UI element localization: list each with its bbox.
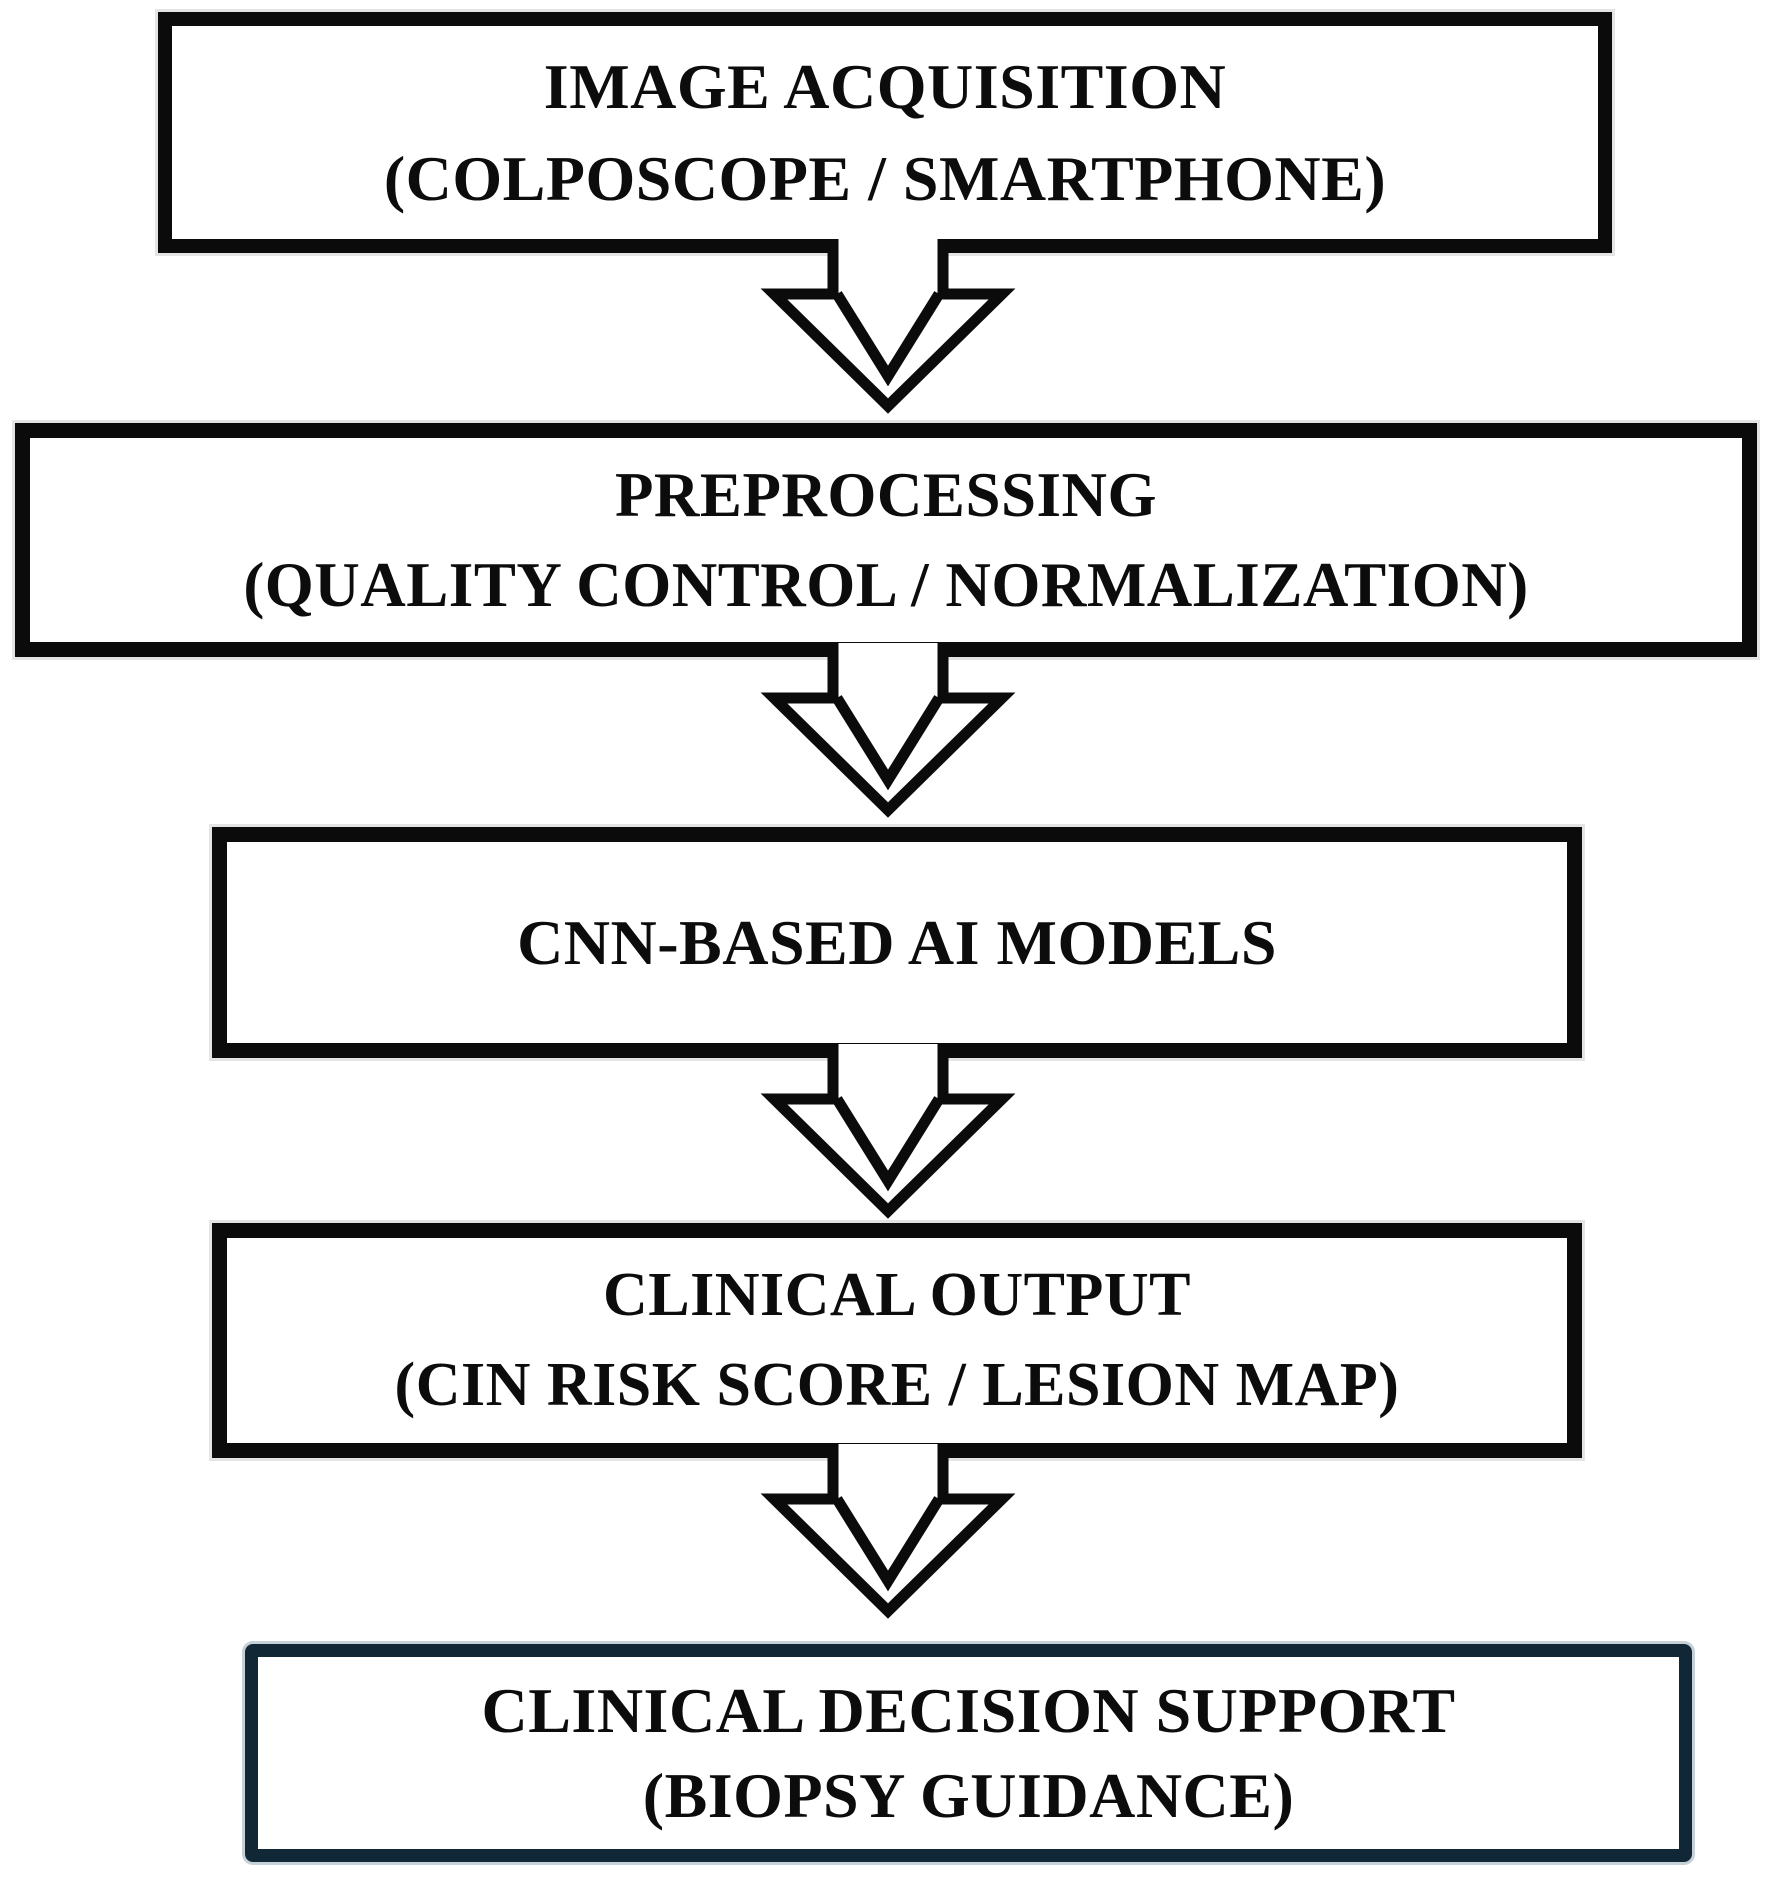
step-box-clinical-decision-support: CLINICAL DECISION SUPPORT (BIOPSY GUIDAN…: [245, 1644, 1692, 1862]
step-title: CLINICAL OUTPUT: [603, 1261, 1191, 1330]
step-box-cnn-based-ai-models: CNN-BASED AI MODELS: [212, 827, 1582, 1058]
down-block-arrow-icon: [760, 1444, 1016, 1619]
step-subtitle: (BIOPSY GUIDANCE): [642, 1760, 1295, 1831]
step-box-image-acquisition: IMAGE ACQUISITION (COLPOSCOPE / SMARTPHO…: [158, 12, 1612, 253]
down-block-arrow-icon: [760, 643, 1016, 818]
step-subtitle: (QUALITY CONTROL / NORMALIZATION): [243, 550, 1529, 620]
step-title: PREPROCESSING: [614, 459, 1158, 530]
step-subtitle: (COLPOSCOPE / SMARTPHONE): [383, 142, 1387, 214]
step-box-preprocessing: PREPROCESSING (QUALITY CONTROL / NORMALI…: [15, 423, 1757, 657]
step-subtitle: (CIN RISK SCORE / LESION MAP): [394, 1350, 1400, 1419]
step-title: CLINICAL DECISION SUPPORT: [481, 1674, 1456, 1746]
step-title: IMAGE ACQUISITION: [543, 51, 1227, 123]
down-block-arrow-icon: [760, 1044, 1016, 1219]
step-title: CNN-BASED AI MODELS: [517, 906, 1277, 978]
step-box-clinical-output: CLINICAL OUTPUT (CIN RISK SCORE / LESION…: [212, 1223, 1582, 1458]
down-block-arrow-icon: [760, 239, 1016, 414]
